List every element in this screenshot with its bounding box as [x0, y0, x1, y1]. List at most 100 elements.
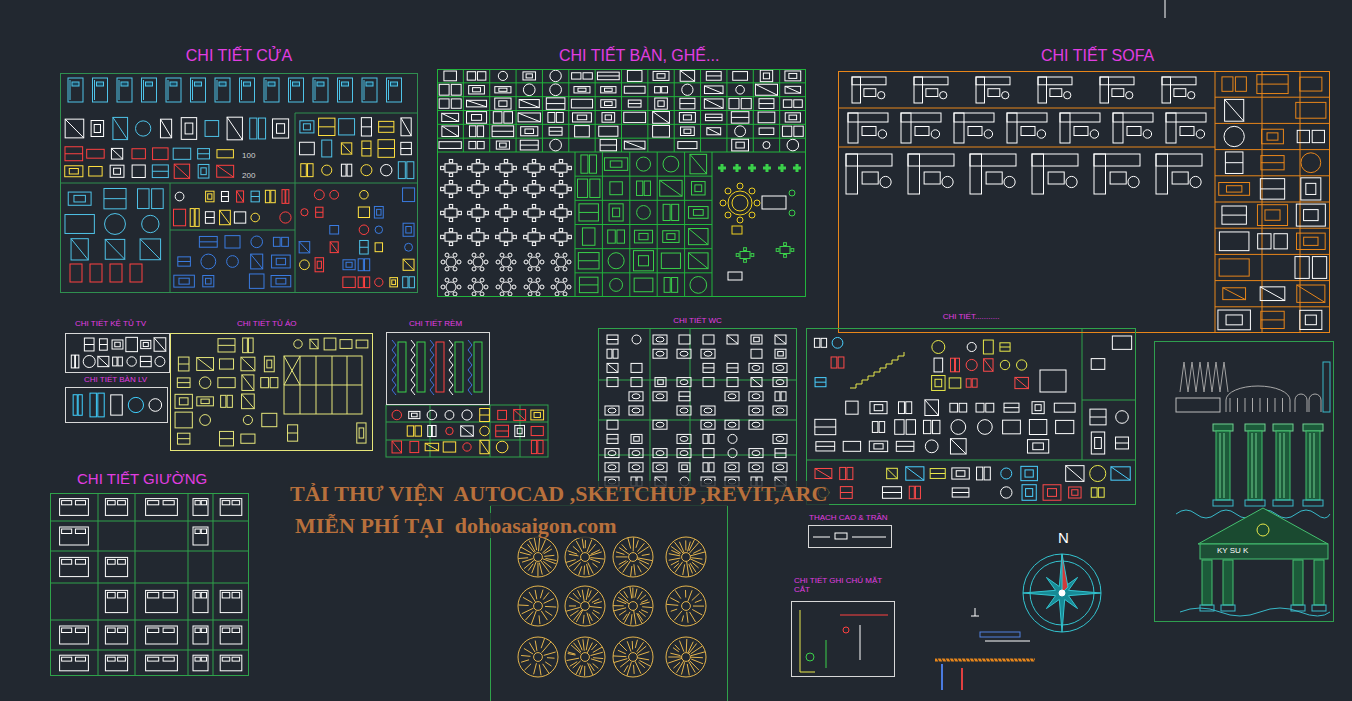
cad-block: [725, 463, 739, 472]
cad-block: [107, 592, 115, 598]
cad-block: [358, 277, 363, 288]
cad-block: [577, 115, 586, 120]
cad-line: [632, 588, 633, 599]
cad-line: [598, 380, 797, 381]
cad-line: [237, 191, 244, 202]
cad-line: [706, 75, 721, 76]
cad-block: [663, 231, 679, 243]
cad-block: [690, 154, 707, 173]
cad-block: [704, 86, 723, 94]
basin-symbol: [776, 365, 784, 370]
cad-line: [545, 611, 552, 616]
cad-block: [485, 235, 488, 238]
basin-symbol: [608, 465, 616, 470]
cad-line: [119, 80, 120, 100]
cad-block: [1021, 466, 1038, 480]
section-heading: CHI TIẾT BÀN LV: [84, 375, 147, 384]
cad-line: [880, 368, 886, 369]
cad-block: [755, 84, 777, 95]
cad-block: [500, 143, 507, 147]
cad-block: [523, 72, 536, 80]
cad-block: [1007, 113, 1047, 122]
cad-block: [658, 101, 664, 107]
cad-block: [773, 463, 787, 472]
cad-block: [1296, 233, 1325, 249]
cad-circle: [142, 215, 159, 232]
cad-block: [984, 467, 990, 480]
basin-symbol: [656, 394, 664, 399]
cad-circle: [682, 602, 691, 611]
cad-block: [78, 395, 82, 416]
cad-circle: [508, 253, 512, 257]
cad-block: [524, 235, 527, 238]
cad-block: [476, 204, 479, 207]
cad-circle: [1090, 130, 1098, 138]
cad-block: [89, 166, 102, 176]
cad-circle: [749, 188, 755, 194]
cad-block: [814, 338, 819, 347]
cad-block: [773, 363, 787, 372]
cad-line: [65, 119, 84, 138]
cad-line: [860, 625, 861, 660]
basin-symbol: [776, 465, 784, 470]
cad-line: [691, 659, 703, 664]
cad-block: [190, 209, 194, 227]
cad-line: [84, 344, 94, 345]
cad-shape: [392, 340, 396, 395]
cad-block: [313, 78, 328, 102]
cad-block: [549, 127, 562, 135]
cad-block: [107, 628, 115, 633]
cad-line: [284, 356, 300, 385]
cad-block: [610, 182, 622, 195]
cad-line: [766, 164, 769, 172]
cad-block: [220, 655, 242, 671]
basin-symbol: [680, 408, 688, 413]
basin-symbol: [752, 451, 760, 456]
cad-line: [140, 361, 151, 362]
cad-block: [175, 412, 192, 428]
cad-block: [208, 194, 212, 199]
cad-block: [703, 378, 714, 387]
cad-block: [846, 401, 858, 414]
cad-block: [601, 87, 616, 93]
cad-circle: [446, 427, 453, 434]
cad-circle: [1066, 176, 1077, 187]
cad-line: [575, 224, 712, 225]
cad-block: [75, 657, 85, 661]
cad-block: [118, 559, 126, 564]
cad-block: [914, 77, 948, 85]
north-label: N: [1056, 529, 1071, 546]
cad-block: [193, 626, 208, 644]
basin-symbol: [680, 436, 688, 441]
cad-circle: [128, 397, 143, 412]
cad-block: [706, 72, 721, 81]
cad-line: [886, 364, 887, 368]
cad-line: [1090, 417, 1106, 418]
cad-block: [485, 166, 488, 169]
cad-line: [896, 446, 914, 447]
cad-circle: [381, 164, 392, 175]
cad-block: [776, 249, 779, 252]
cad-block: [195, 501, 200, 505]
cad-line: [721, 164, 724, 172]
cad-block: [451, 84, 461, 95]
cad-block: [270, 378, 278, 388]
cad-block: [271, 190, 275, 202]
cad-block: [476, 194, 479, 197]
cad-line: [1004, 407, 1019, 408]
cad-line: [543, 664, 550, 674]
cad-block: [75, 529, 85, 534]
cad-line: [639, 660, 650, 666]
cad-circle: [1017, 360, 1027, 370]
cad-block: [217, 150, 233, 158]
cad-line: [537, 563, 538, 577]
cad-circle: [613, 637, 653, 677]
cad-block: [579, 277, 598, 292]
cad-block: [439, 84, 449, 95]
cad-line: [670, 598, 679, 603]
cad-block: [532, 173, 535, 176]
cad-line: [1082, 400, 1136, 401]
basin-symbol: [728, 394, 736, 399]
cad-line: [671, 546, 681, 553]
cad-circle: [83, 355, 95, 367]
